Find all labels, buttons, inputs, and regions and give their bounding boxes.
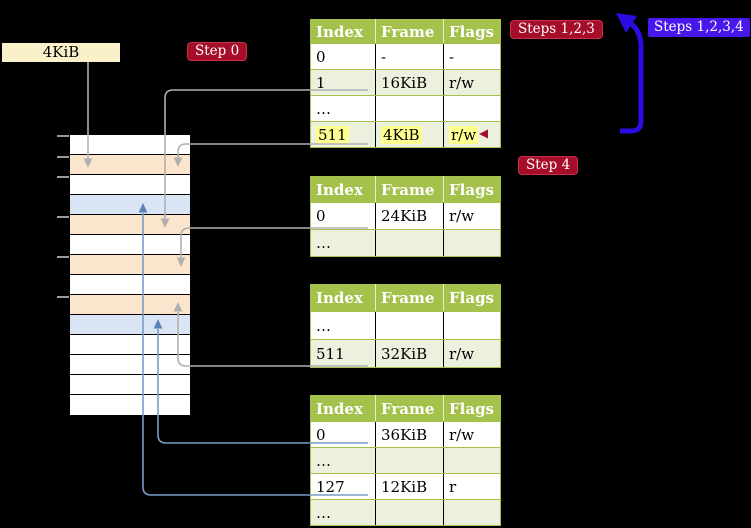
table-row: … — [310, 499, 501, 526]
page-table-4: Index Frame Flags 0 36KiB r/w … 127 12Ki… — [310, 395, 501, 526]
cell-index: 0 — [316, 425, 326, 444]
address-tick — [57, 256, 69, 258]
table-row: 0 36KiB r/w — [310, 421, 501, 448]
memory-frame-row-peach — [70, 215, 190, 235]
memory-frame-row-white — [70, 175, 190, 195]
address-tick — [57, 176, 69, 178]
cell-flags: r/w — [449, 207, 475, 225]
memory-frame-row-white — [70, 395, 190, 415]
cell-index: 1 — [316, 73, 326, 92]
table-header-row: Index Frame Flags — [310, 284, 501, 312]
address-tick — [57, 296, 69, 298]
cell-flags: r — [449, 477, 457, 496]
table-row: 0 24KiB r/w — [310, 202, 501, 230]
table-row-highlighted: 511 4KiB r/w — [310, 121, 501, 148]
cell-index: … — [316, 503, 331, 522]
cell-flags: r/w — [449, 344, 475, 363]
memory-frame-row-white — [70, 375, 190, 395]
cell-flags: - — [449, 47, 455, 66]
cell-frame: 24KiB — [381, 207, 428, 225]
steps-big-blue-arrow — [616, 13, 644, 134]
table-row: 0 - - — [310, 43, 501, 70]
cell-index: 511 — [316, 125, 349, 144]
cell-frame: 36KiB — [381, 425, 428, 444]
cell-index: … — [316, 234, 331, 252]
cell-index: … — [316, 99, 331, 118]
cell-frame: 12KiB — [381, 477, 428, 496]
table-row: … — [310, 311, 501, 340]
cell-frame: 32KiB — [381, 344, 428, 363]
cell-index: 0 — [316, 207, 326, 225]
step4-badge: Step 4 — [518, 156, 579, 175]
table-header-row: Index Frame Flags — [310, 19, 501, 44]
steps123-badge: Steps 1,2,3 — [510, 20, 603, 39]
address-tick — [57, 216, 69, 218]
table-header-row: Index Frame Flags — [310, 395, 501, 422]
memory-frame-row-blue — [70, 195, 190, 215]
column-header-frame: Frame — [375, 176, 444, 203]
step0-badge: Step 0 — [187, 42, 248, 61]
page-size-box: 4KiB — [2, 43, 120, 62]
cell-frame: - — [381, 47, 387, 66]
cell-flags: r/w — [449, 73, 475, 92]
column-header-flags: Flags — [443, 19, 501, 44]
cell-frame: 4KiB — [381, 125, 422, 144]
steps1234-badge: Steps 1,2,3,4 — [648, 18, 750, 37]
memory-frame-row-peach — [70, 295, 190, 315]
memory-frame-row-white — [70, 275, 190, 295]
cell-index: 511 — [316, 344, 345, 363]
memory-strip — [69, 134, 191, 416]
table-row: … — [310, 447, 501, 474]
table-row: … — [310, 229, 501, 257]
table-row: … — [310, 95, 501, 122]
table-row: 127 12KiB r — [310, 473, 501, 500]
address-tick — [57, 135, 69, 137]
column-header-index: Index — [310, 176, 376, 203]
page-table-1: Index Frame Flags 0 - - 1 16KiB r/w … 51… — [310, 19, 501, 148]
memory-frame-row-peach — [70, 155, 190, 175]
column-header-frame: Frame — [375, 19, 444, 44]
page-table-2: Index Frame Flags 0 24KiB r/w … — [310, 176, 501, 257]
table-row: 1 16KiB r/w — [310, 69, 501, 96]
memory-frame-row-peach — [70, 255, 190, 275]
memory-frame-row-blue — [70, 315, 190, 335]
address-tick — [57, 156, 69, 158]
memory-frame-row-white — [70, 355, 190, 375]
column-header-flags: Flags — [443, 395, 501, 422]
cell-flags: r/w — [449, 425, 475, 444]
memory-frame-row-white — [70, 235, 190, 255]
cell-index: 127 — [316, 477, 345, 496]
column-header-frame: Frame — [375, 395, 444, 422]
cell-flags: r/w — [449, 125, 479, 144]
memory-frame-row-white — [70, 335, 190, 355]
cell-index: 0 — [316, 47, 326, 66]
column-header-index: Index — [310, 284, 376, 312]
column-header-flags: Flags — [443, 284, 501, 312]
column-header-index: Index — [310, 19, 376, 44]
cell-index: … — [316, 316, 331, 335]
cell-frame: 16KiB — [381, 73, 428, 92]
cell-index: … — [316, 451, 331, 470]
table-header-row: Index Frame Flags — [310, 176, 501, 203]
column-header-frame: Frame — [375, 284, 444, 312]
column-header-index: Index — [310, 395, 376, 422]
table-row: 511 32KiB r/w — [310, 339, 501, 368]
page-table-3: Index Frame Flags … 511 32KiB r/w — [310, 284, 501, 368]
column-header-flags: Flags — [443, 176, 501, 203]
memory-frame-row-white — [70, 135, 190, 155]
